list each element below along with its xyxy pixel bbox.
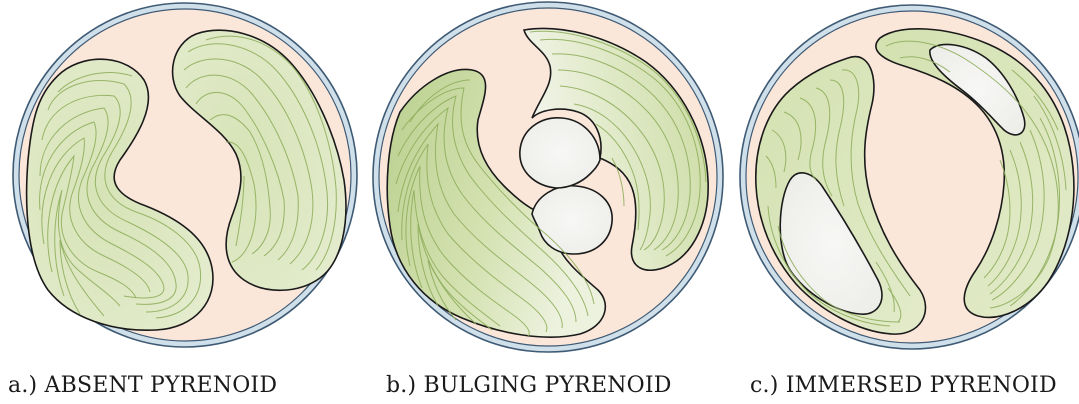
caption-c: c.) IMMERSED PYRENOID — [750, 373, 1057, 398]
panel-a — [13, 3, 357, 347]
caption-b: b.) BULGING PYRENOID — [386, 373, 672, 398]
panel-c — [740, 5, 1079, 349]
panel-b — [373, 2, 723, 352]
caption-a: a.) ABSENT PYRENOID — [8, 373, 277, 398]
